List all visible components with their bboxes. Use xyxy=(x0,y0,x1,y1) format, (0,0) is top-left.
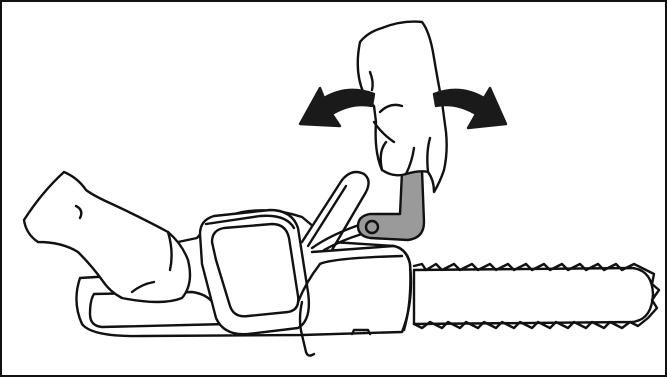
rotation-arrow-left-icon xyxy=(300,88,374,126)
guide-bar-with-chain xyxy=(414,264,659,328)
gloved-foot-icon xyxy=(24,172,190,302)
